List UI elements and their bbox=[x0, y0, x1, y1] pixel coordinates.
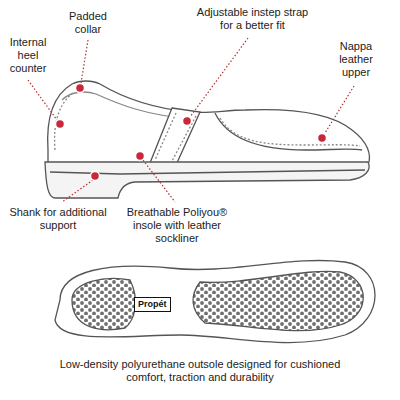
leader-lines bbox=[28, 38, 354, 202]
vamp-seam bbox=[215, 113, 362, 150]
outsole-bottom-view bbox=[55, 260, 375, 342]
shoe-upper bbox=[48, 81, 370, 172]
callout-label: Internal heel counter bbox=[4, 36, 52, 75]
leader-line bbox=[190, 38, 248, 117]
callout-label: Nappa leather upper bbox=[330, 40, 382, 79]
leader-line bbox=[81, 40, 88, 83]
outsole-side bbox=[45, 162, 369, 198]
callout-dot bbox=[318, 134, 327, 143]
forefoot-tread bbox=[193, 271, 363, 330]
heel-tread bbox=[72, 278, 135, 329]
leader-line bbox=[62, 180, 93, 202]
leader-line bbox=[28, 80, 57, 120]
instep-strap bbox=[150, 108, 200, 165]
leader-line bbox=[325, 86, 354, 133]
callout-label: Breathable Poliyou® insole with leather … bbox=[116, 206, 238, 245]
leader-line bbox=[143, 160, 175, 202]
callout-dot bbox=[183, 117, 192, 126]
callout-label: Shank for additional support bbox=[6, 206, 110, 232]
stitching bbox=[220, 118, 360, 146]
callout-label: Adjustable instep strap for a better fit bbox=[190, 6, 315, 32]
callout-label: Padded collar bbox=[63, 10, 113, 36]
stitching bbox=[155, 113, 196, 161]
callout-dots bbox=[56, 84, 327, 181]
caption: Low-density polyurethane outsole designe… bbox=[45, 358, 355, 384]
outsole-outline bbox=[55, 260, 375, 342]
callout-dot bbox=[56, 120, 65, 129]
logo-box: Propét bbox=[134, 297, 171, 312]
logo-text: Propét bbox=[138, 299, 167, 310]
callout-dot bbox=[91, 172, 100, 181]
stitching bbox=[55, 92, 74, 150]
callout-dot bbox=[136, 152, 145, 161]
callout-dot bbox=[76, 84, 85, 93]
shoe-side-view bbox=[45, 81, 369, 198]
